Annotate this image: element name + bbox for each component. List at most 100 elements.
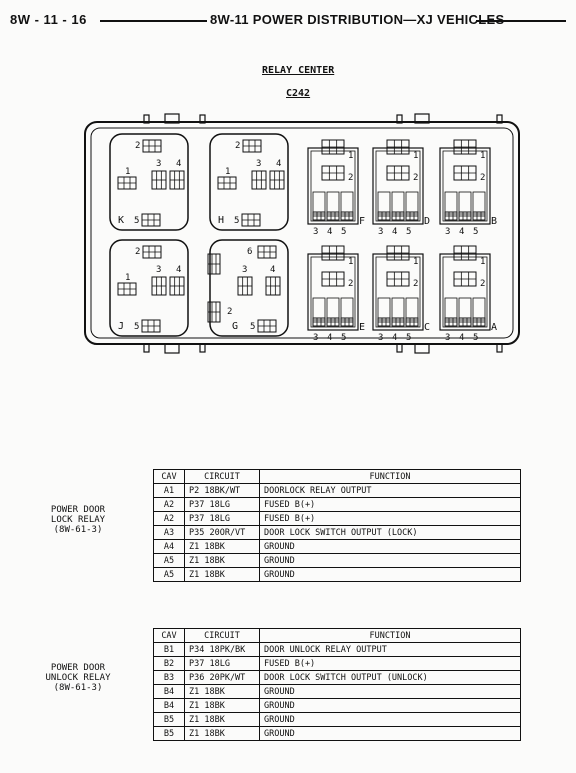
circuit-header: CIRCUIT <box>184 469 260 484</box>
pin-3-terminal <box>444 317 458 327</box>
circuit-cell: P2 18BK/WT <box>184 483 260 498</box>
cav-cell: B2 <box>153 656 185 671</box>
pin-4-terminal <box>391 317 405 327</box>
pin-label: 1 <box>480 151 485 161</box>
pin-1-terminal <box>117 176 137 190</box>
pin-5-terminal <box>257 319 277 333</box>
pin-5-terminal <box>405 211 419 221</box>
pin-3-terminal <box>151 276 167 296</box>
cav-cell: A4 <box>153 539 185 554</box>
pin-1-terminal <box>453 245 477 261</box>
cav-cell: A2 <box>153 497 185 512</box>
circuit-cell: P37 18LG <box>184 497 260 512</box>
function-cell: GROUND <box>259 553 521 568</box>
pin-4-terminal <box>169 170 185 190</box>
pin-2-terminal <box>207 301 221 323</box>
circuit-cell: P34 18PK/BK <box>184 642 260 657</box>
housing-tabs <box>143 113 503 354</box>
cav-cell: B1 <box>153 642 185 657</box>
pin-5-terminal <box>340 211 354 221</box>
cav-cell: A3 <box>153 525 185 540</box>
pin-3-terminal <box>312 211 326 221</box>
lock-relay-label-line1: POWER DOOR <box>50 505 106 515</box>
circuit-cell: Z1 18BK <box>184 553 260 568</box>
pin-2-terminal <box>386 271 410 287</box>
pin-label: 2 <box>413 173 418 183</box>
page-header: 8W - 11 - 16 8W-11 POWER DISTRIBUTION—XJ… <box>10 10 566 36</box>
pin-1-terminal <box>321 245 345 261</box>
pin-label: 5 <box>406 227 411 237</box>
lock-relay-label-line3: (8W-61-3) <box>53 525 103 535</box>
pin-2-terminal <box>321 165 345 181</box>
socket-letter: H <box>218 215 224 226</box>
pin-5-terminal <box>472 317 486 327</box>
function-header: FUNCTION <box>259 469 521 484</box>
function-cell: GROUND <box>259 712 521 727</box>
pin-label: 3 <box>445 333 450 343</box>
pin-label: 6 <box>247 247 252 257</box>
function-cell: FUSED B(+) <box>259 497 521 512</box>
pin-2-terminal <box>386 165 410 181</box>
pin-label: 1 <box>125 273 130 283</box>
pin-label: 3 <box>313 333 318 343</box>
pin-4-terminal <box>458 211 472 221</box>
pin-label: 5 <box>250 322 255 332</box>
header-rule-left <box>100 20 207 22</box>
pin-1-terminal <box>117 282 137 296</box>
pin-4-terminal <box>169 276 185 296</box>
pin-label: 3 <box>378 333 383 343</box>
pin-label: 2 <box>227 307 232 317</box>
circuit-cell: P35 20OR/VT <box>184 525 260 540</box>
pin-label: 2 <box>135 247 140 257</box>
circuit-cell: P37 18LG <box>184 656 260 671</box>
unlock-relay-label-line1: POWER DOOR <box>50 663 106 673</box>
pin-3-terminal <box>251 170 267 190</box>
pin-1-terminal <box>386 245 410 261</box>
pin-label: 1 <box>125 167 130 177</box>
socket-letter: E <box>359 322 365 333</box>
pin-1-terminal <box>386 139 410 155</box>
pin-4-terminal <box>265 276 281 296</box>
pin-label: 5 <box>406 333 411 343</box>
pin-label: 2 <box>348 279 353 289</box>
diagram-title: RELAY CENTER <box>262 65 335 76</box>
pin-label: 1 <box>413 257 418 267</box>
pin-label: 3 <box>256 159 261 169</box>
pin-1-terminal <box>453 139 477 155</box>
cav-cell: B4 <box>153 684 185 699</box>
unlock-relay-label-line2: UNLOCK RELAY <box>45 673 111 683</box>
pin-label: 3 <box>313 227 318 237</box>
pin-2-terminal <box>453 165 477 181</box>
function-cell: DOOR LOCK SWITCH OUTPUT (LOCK) <box>259 525 521 540</box>
pin-4-terminal <box>269 170 285 190</box>
pin-label: 3 <box>156 159 161 169</box>
pin-4-terminal <box>326 317 340 327</box>
header-rule-right <box>476 20 566 22</box>
pin-4-terminal <box>458 317 472 327</box>
pin-label: 4 <box>392 227 397 237</box>
lock-relay-label-line2: LOCK RELAY <box>50 515 106 525</box>
circuit-cell: Z1 18BK <box>184 712 260 727</box>
socket-letter: K <box>118 215 124 226</box>
pin-label: 4 <box>327 333 332 343</box>
pin-label: 4 <box>327 227 332 237</box>
lock-relay-label: POWER DOOR LOCK RELAY (8W-61-3) <box>33 505 123 535</box>
pin-3-terminal <box>151 170 167 190</box>
pin-4-terminal <box>326 211 340 221</box>
cav-header: CAV <box>153 469 185 484</box>
pin-label: 4 <box>176 159 181 169</box>
circuit-cell: Z1 18BK <box>184 539 260 554</box>
pin-2-terminal <box>242 139 262 153</box>
